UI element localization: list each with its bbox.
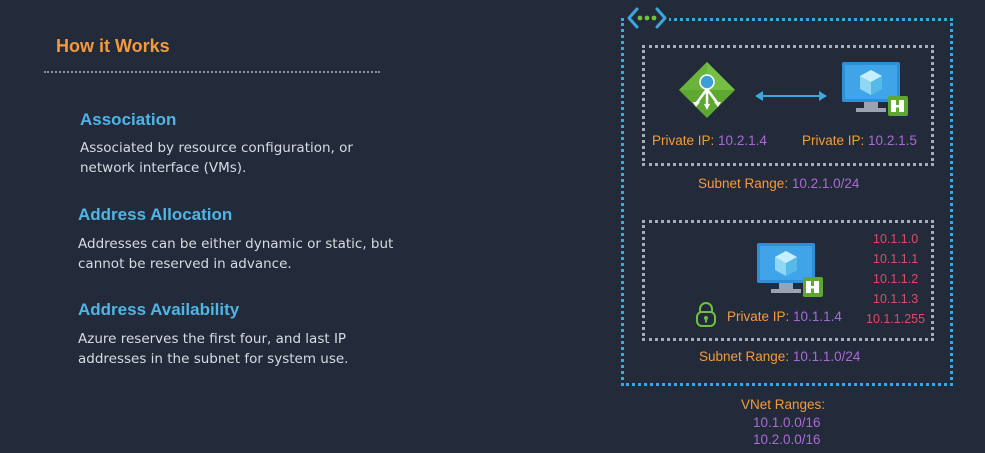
reserved-ip: 10.1.1.2 <box>873 272 919 286</box>
virtual-machine-icon <box>842 62 910 124</box>
vnet-range: 10.1.0.0/16 <box>753 415 821 430</box>
vnet-boundary <box>621 18 953 386</box>
vm-b-private-ip-value: 10.1.1.4 <box>793 309 842 324</box>
vnet-ranges-label: VNet Ranges: <box>741 397 826 412</box>
section-title: How it Works <box>56 36 170 56</box>
association-title: Association <box>80 110 177 129</box>
vm-a-private-ip-value: 10.2.1.5 <box>868 133 917 148</box>
address-availability-description: Azure reserves the first four, and last … <box>78 331 349 367</box>
association-description: Associated by resource configuration, or… <box>80 140 353 176</box>
private-ip-label: Private IP: <box>652 133 715 148</box>
private-ip-label: Private IP: <box>727 309 790 324</box>
virtual-network-icon <box>625 6 669 30</box>
vm-a-private-ip: Private IP: 10.2.1.5 <box>802 133 917 148</box>
reserved-ip: 10.1.1.3 <box>873 292 919 306</box>
subnet-a-boundary <box>642 45 934 166</box>
bidirectional-arrow-icon <box>753 88 829 108</box>
address-availability-title: Address Availability <box>78 300 240 319</box>
subnet-b-range-value: 10.1.1.0/24 <box>792 349 861 364</box>
vm-b-private-ip: Private IP: 10.1.1.4 <box>727 309 842 324</box>
subnet-a-range-value: 10.2.1.0/24 <box>791 176 860 191</box>
lb-private-ip-value: 10.2.1.4 <box>718 133 767 148</box>
load-balancer-icon <box>677 60 737 124</box>
address-allocation-title: Address Allocation <box>78 205 233 224</box>
subnet-range-label: Subnet Range: <box>698 176 789 191</box>
vnet-range: 10.2.0.0/16 <box>753 432 821 447</box>
subnet-range-label: Subnet Range: <box>699 349 790 364</box>
virtual-machine-icon <box>757 243 825 305</box>
reserved-ip: 10.1.1.0 <box>873 232 919 246</box>
reserved-ip: 10.1.1.255 <box>866 312 926 326</box>
subnet-a-range: Subnet Range: 10.2.1.0/24 <box>698 176 859 191</box>
subnet-b-boundary <box>642 220 934 341</box>
address-allocation-description: Addresses can be either dynamic or stati… <box>78 236 394 272</box>
section-divider <box>44 71 380 73</box>
reserved-ip: 10.1.1.1 <box>873 252 919 266</box>
lb-private-ip: Private IP: 10.2.1.4 <box>652 133 767 148</box>
lock-icon <box>695 301 717 331</box>
private-ip-label: Private IP: <box>802 133 865 148</box>
subnet-b-range: Subnet Range: 10.1.1.0/24 <box>699 349 860 364</box>
